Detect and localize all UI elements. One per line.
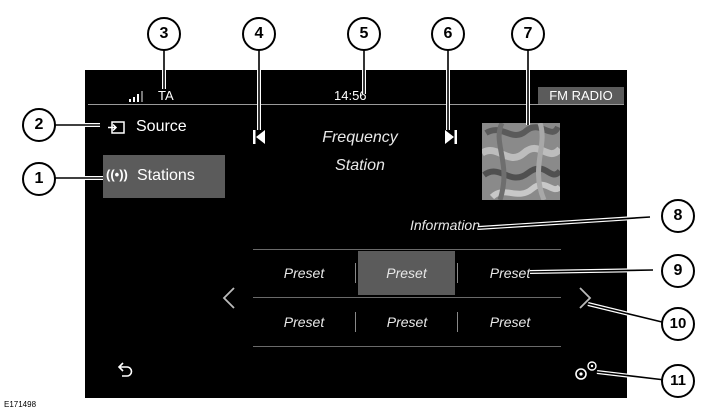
skip-previous-icon[interactable] [253,130,265,144]
source-icon [108,121,125,134]
preset-button[interactable]: Preset [386,314,428,330]
callout-1: 1 [22,162,56,196]
preset-button-selected[interactable]: Preset [358,251,455,295]
preset-divider-top [253,249,561,250]
callout-6: 6 [431,17,465,51]
skip-next-icon[interactable] [445,130,457,144]
back-icon[interactable] [116,361,134,379]
callout-3: 3 [147,17,181,51]
preset-button[interactable]: Preset [489,265,531,281]
ta-indicator: TA [158,88,174,103]
preset-button[interactable]: Preset [489,314,531,330]
callout-7: 7 [511,17,545,51]
broadcast-icon: ((•)) [106,167,128,182]
source-label: Source [136,118,187,135]
preset-divider-bottom [253,346,561,347]
station-name: Station [335,157,385,174]
preset-button[interactable]: Preset [283,265,325,281]
chevron-left-icon[interactable] [222,287,236,309]
information-text: Information [409,217,481,233]
callout-2: 2 [22,108,56,142]
preset-separator [355,263,356,283]
settings-gear-icon[interactable] [573,360,599,382]
mode-badge: FM RADIO [538,87,624,105]
album-art-image [482,123,560,200]
chevron-right-icon[interactable] [578,287,592,309]
stations-button[interactable]: ((•)) Stations [103,155,225,198]
preset-separator [457,312,458,332]
callout-4: 4 [242,17,276,51]
status-divider [88,104,624,105]
callout-9: 9 [661,254,695,288]
signal-bars-icon [129,91,143,102]
callout-8: 8 [661,199,695,233]
source-button[interactable]: Source [108,117,218,139]
callout-10: 10 [661,307,695,341]
preset-separator [355,312,356,332]
callout-5: 5 [347,17,381,51]
frequency-text: Frequency [322,129,398,146]
callout-11: 11 [661,364,695,398]
preset-divider-middle [253,297,561,298]
preset-button[interactable]: Preset [283,314,325,330]
preset-separator [457,263,458,283]
stations-label: Stations [137,167,195,184]
figure-code: E171498 [4,400,37,409]
clock: 14:56 [334,88,367,103]
